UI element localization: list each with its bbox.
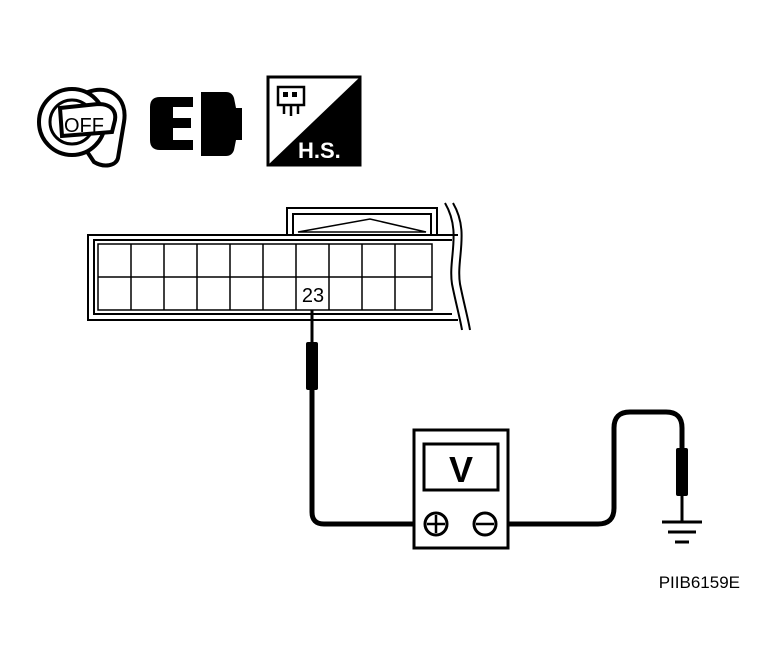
ground-symbol-icon bbox=[662, 520, 702, 544]
terminal-23-label: 23 bbox=[302, 285, 324, 307]
connector-body bbox=[87, 202, 471, 331]
voltmeter-symbol: V bbox=[449, 449, 473, 490]
harness-side-label: H.S. bbox=[298, 138, 341, 163]
plus-terminal-icon bbox=[423, 511, 449, 537]
voltmeter: V bbox=[412, 428, 510, 550]
figure-id: PIIB6159E bbox=[659, 573, 740, 592]
harness-side-icon: H.S. bbox=[266, 75, 362, 167]
ignition-off-label: OFF bbox=[64, 115, 104, 137]
ignition-key-off-icon: OFF bbox=[37, 87, 127, 168]
test-lead-wiring bbox=[306, 310, 688, 527]
minus-terminal-icon bbox=[472, 511, 498, 537]
connector-disconnect-icon bbox=[150, 92, 242, 156]
